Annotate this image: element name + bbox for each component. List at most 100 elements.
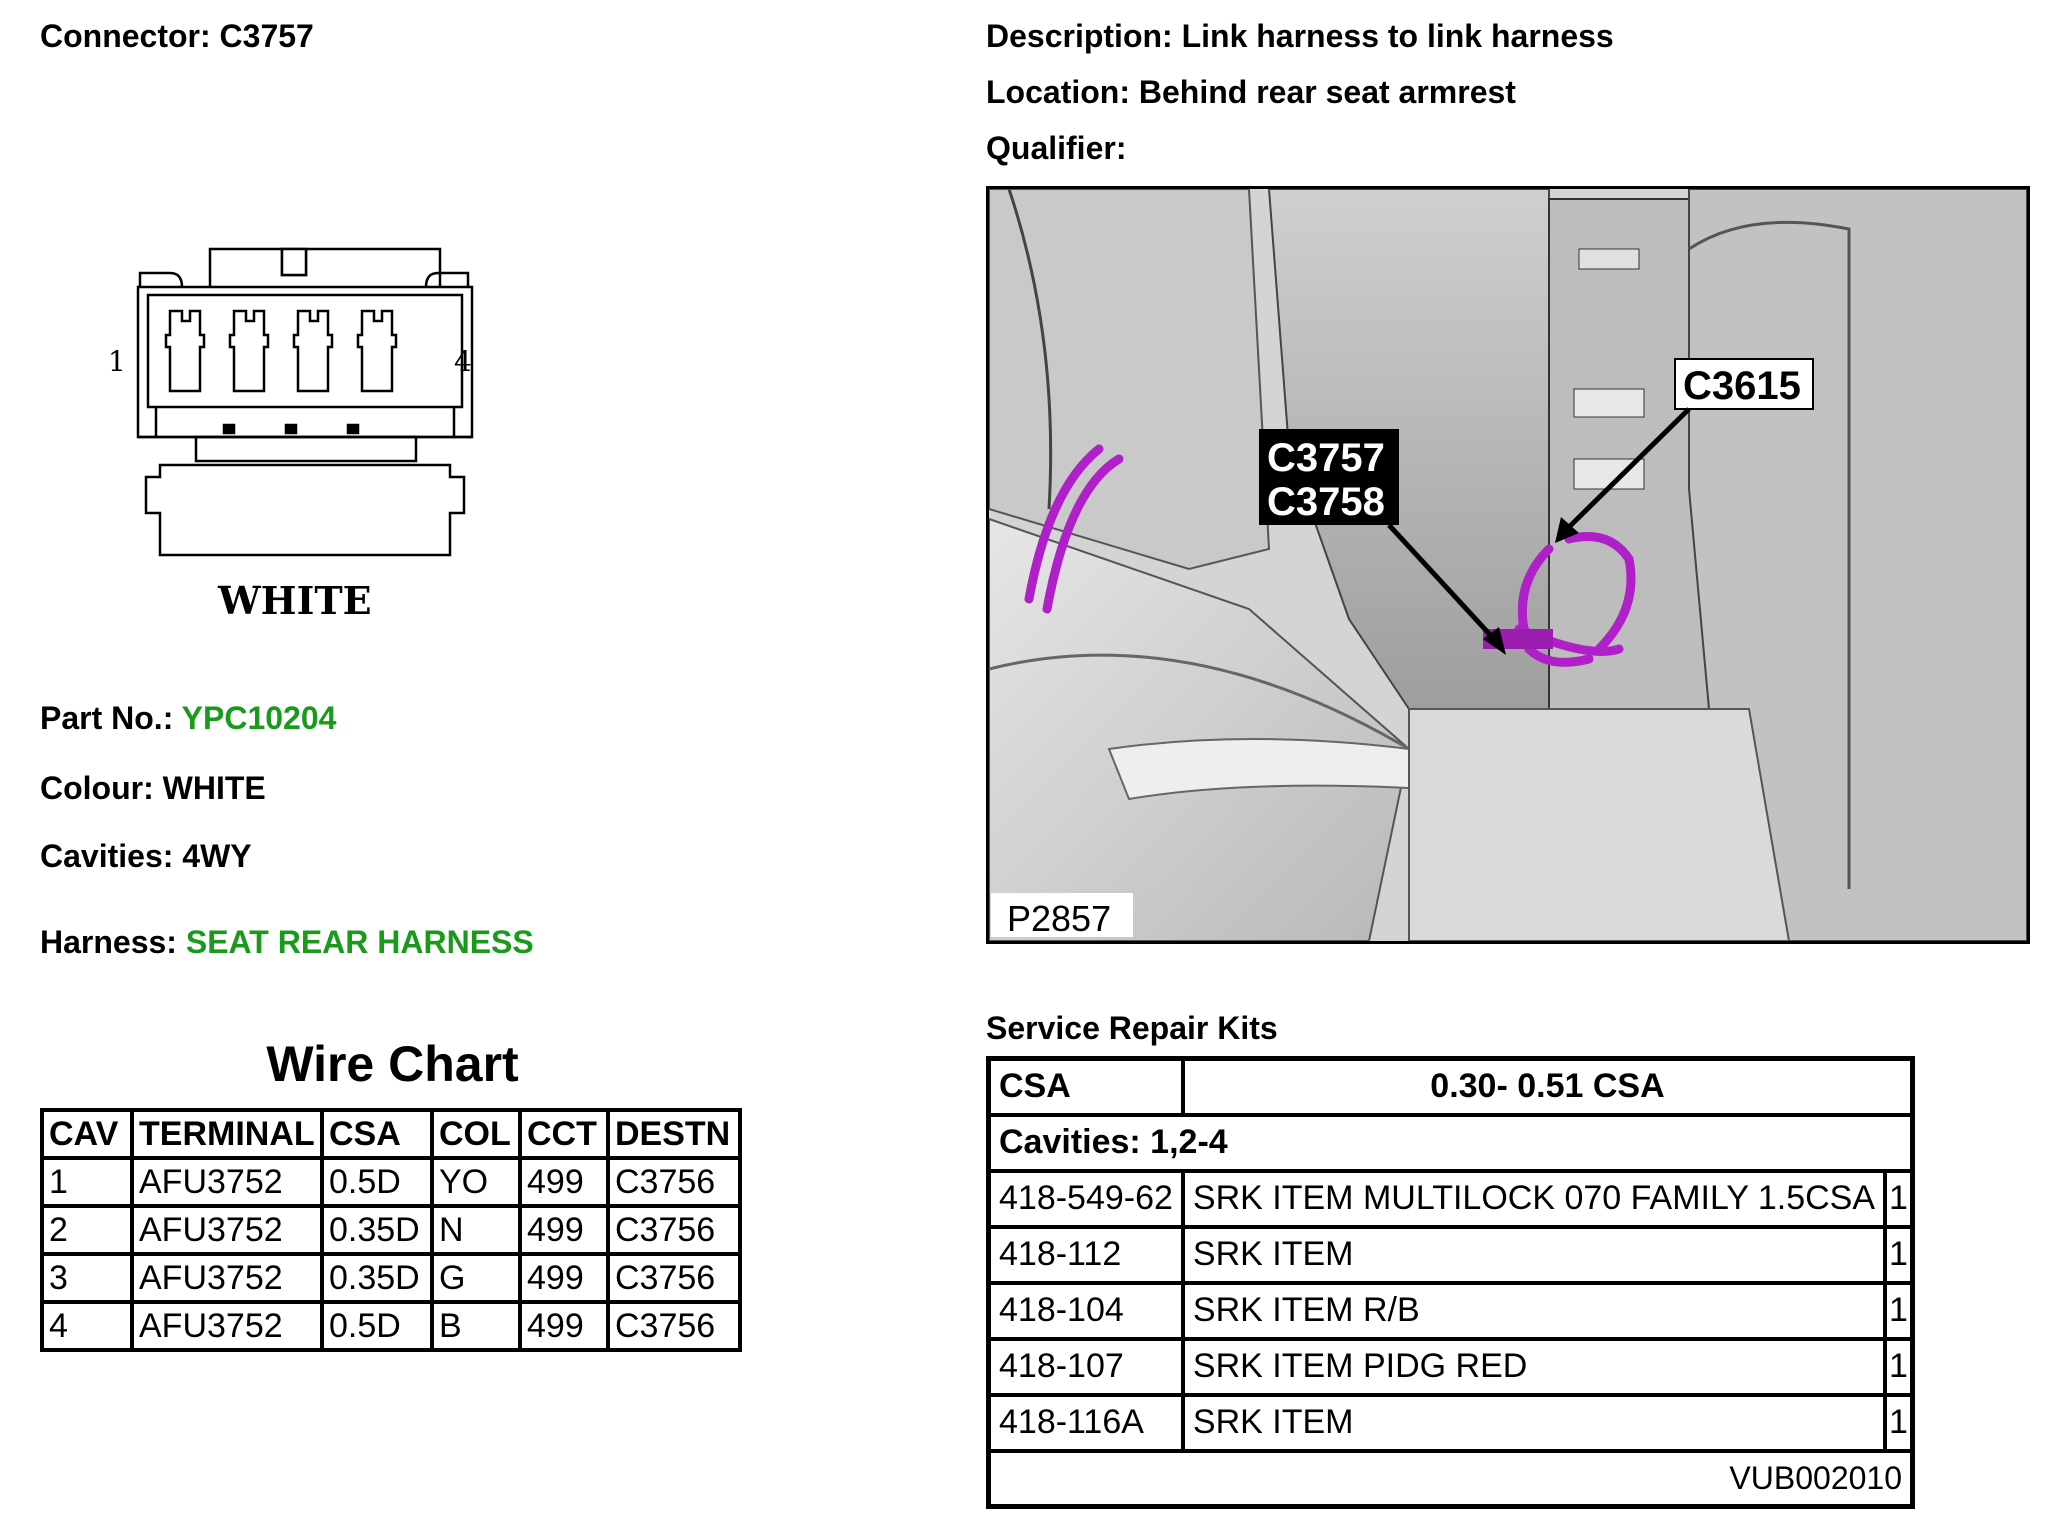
- kit-quantity: 1: [1882, 1168, 1915, 1229]
- cavities-label: Cavities:: [40, 838, 174, 874]
- location-label: Location:: [986, 74, 1130, 110]
- table-row: 418-107 SRK ITEM PIDG RED 1: [986, 1336, 1915, 1397]
- table-row: 4 AFU3752 0.5D B 499 C3756: [40, 1300, 742, 1352]
- table-cell: 499: [518, 1252, 610, 1304]
- cavities-row-text: Cavities: 1,2-4: [986, 1112, 1915, 1173]
- callout-c3615: C3615: [1683, 364, 1801, 408]
- pin-1-label: 1: [108, 345, 126, 378]
- location-value: Behind rear seat armrest: [1138, 74, 1516, 110]
- table-row: 418-116A SRK ITEM 1: [986, 1392, 1915, 1453]
- kit-quantity: 1: [1882, 1336, 1915, 1397]
- table-cell: G: [430, 1252, 522, 1304]
- table-cell: 499: [518, 1300, 610, 1352]
- connector-value: C3757: [219, 18, 314, 54]
- kit-part-number: 418-549-62: [986, 1168, 1185, 1229]
- table-cell: YO: [430, 1156, 522, 1208]
- part-number: Part No.: YPC10204: [40, 700, 336, 737]
- harness-label: Harness:: [40, 924, 177, 960]
- table-cell: AFU3752: [130, 1204, 324, 1256]
- connector-face-diagram: 1 4 WHITE: [108, 247, 474, 623]
- table-cell: 2: [40, 1204, 134, 1256]
- table-cell: 3: [40, 1252, 134, 1304]
- table-row: 1 AFU3752 0.5D YO 499 C3756: [40, 1156, 742, 1208]
- table-cell: 1: [40, 1156, 134, 1208]
- kit-description: SRK ITEM: [1180, 1392, 1888, 1453]
- wire-chart-table: CAV TERMINAL CSA COL CCT DESTN 1 AFU3752…: [40, 1108, 742, 1352]
- cavities-row: Cavities: 1,2-4: [986, 1112, 1915, 1173]
- wire-chart-title: Wire Chart: [266, 1036, 519, 1092]
- part-number-label: Part No.:: [40, 700, 174, 736]
- csa-row: CSA 0.30- 0.51 CSA: [986, 1056, 1915, 1117]
- table-cell: 499: [518, 1204, 610, 1256]
- kit-description: SRK ITEM: [1180, 1224, 1888, 1285]
- table-row: 418-104 SRK ITEM R/B 1: [986, 1280, 1915, 1341]
- column-header: COL: [430, 1108, 522, 1160]
- pin-4-label: 4: [454, 345, 472, 378]
- harness-link[interactable]: SEAT REAR HARNESS: [185, 924, 534, 960]
- csa-value: 0.30- 0.51 CSA: [1180, 1056, 1915, 1117]
- table-cell: 499: [518, 1156, 610, 1208]
- kit-footer-code: VUB002010: [986, 1448, 1915, 1509]
- colour-label: Colour:: [40, 770, 154, 806]
- description-field: Description: Link harness to link harnes…: [986, 18, 1614, 55]
- table-cell: B: [430, 1300, 522, 1352]
- table-cell: AFU3752: [130, 1156, 324, 1208]
- arrow-head: [1483, 627, 1506, 655]
- kit-description: SRK ITEM R/B: [1180, 1280, 1888, 1341]
- location-field: Location: Behind rear seat armrest: [986, 74, 1516, 111]
- table-row: 2 AFU3752 0.35D N 499 C3756: [40, 1204, 742, 1256]
- cavities-value: 4WY: [182, 838, 252, 874]
- service-kits-table: CSA 0.30- 0.51 CSA Cavities: 1,2-4 418-5…: [986, 1056, 1915, 1509]
- kit-quantity: 1: [1882, 1392, 1915, 1453]
- table-cell: AFU3752: [130, 1252, 324, 1304]
- cavities-field: Cavities: 4WY: [40, 838, 252, 875]
- qualifier-label: Qualifier:: [986, 130, 1127, 166]
- harness-field: Harness: SEAT REAR HARNESS: [40, 924, 534, 961]
- kit-part-number: 418-112: [986, 1224, 1185, 1285]
- table-cell: 0.5D: [320, 1300, 434, 1352]
- column-header: CAV: [40, 1108, 134, 1160]
- description-label: Description:: [986, 18, 1173, 54]
- table-cell: 0.5D: [320, 1156, 434, 1208]
- table-cell: 4: [40, 1300, 134, 1352]
- qualifier-field: Qualifier:: [986, 130, 1126, 167]
- column-header: TERMINAL: [130, 1108, 324, 1160]
- callout-c3757: C3757: [1267, 436, 1385, 480]
- kit-quantity: 1: [1882, 1224, 1915, 1285]
- callout-box: [1674, 358, 1814, 410]
- table-row: 3 AFU3752 0.35D G 499 C3756: [40, 1252, 742, 1304]
- kit-description: SRK ITEM PIDG RED: [1180, 1336, 1888, 1397]
- table-cell: AFU3752: [130, 1300, 324, 1352]
- table-cell: C3756: [606, 1156, 742, 1208]
- table-cell: C3756: [606, 1300, 742, 1352]
- connector-header: Connector: C3757: [40, 18, 314, 55]
- service-kits-title: Service Repair Kits: [986, 1010, 1278, 1046]
- column-header: CCT: [518, 1108, 610, 1160]
- connector-label: Connector:: [40, 18, 211, 54]
- table-cell: N: [430, 1204, 522, 1256]
- wire-chart-header-row: CAV TERMINAL CSA COL CCT DESTN: [40, 1108, 742, 1160]
- kit-part-number: 418-116A: [986, 1392, 1185, 1453]
- table-cell: 0.35D: [320, 1252, 434, 1304]
- callout-c3758: C3758: [1267, 480, 1385, 524]
- table-cell: 0.35D: [320, 1204, 434, 1256]
- kit-description: SRK ITEM MULTILOCK 070 FAMILY 1.5CSA: [1180, 1168, 1888, 1229]
- arrow-head: [1555, 517, 1579, 543]
- description-value: Link harness to link harness: [1181, 18, 1614, 54]
- part-number-link[interactable]: YPC10204: [181, 700, 337, 736]
- figure-id: P2857: [1007, 898, 1111, 939]
- table-cell: C3756: [606, 1204, 742, 1256]
- colour-field: Colour: WHITE: [40, 770, 266, 807]
- harness-wires: [1024, 444, 1636, 667]
- connector-colour-caption: WHITE: [217, 578, 372, 623]
- connector-location-photo: C3757 C3758 C3615 P2857: [986, 186, 2030, 944]
- footer-row: VUB002010: [986, 1448, 1915, 1509]
- table-cell: C3756: [606, 1252, 742, 1304]
- kit-part-number: 418-107: [986, 1336, 1185, 1397]
- column-header: CSA: [320, 1108, 434, 1160]
- table-row: 418-549-62 SRK ITEM MULTILOCK 070 FAMILY…: [986, 1168, 1915, 1229]
- column-header: DESTN: [606, 1108, 742, 1160]
- kit-part-number: 418-104: [986, 1280, 1185, 1341]
- cavity-shapes: [164, 309, 398, 393]
- colour-value: WHITE: [162, 770, 266, 806]
